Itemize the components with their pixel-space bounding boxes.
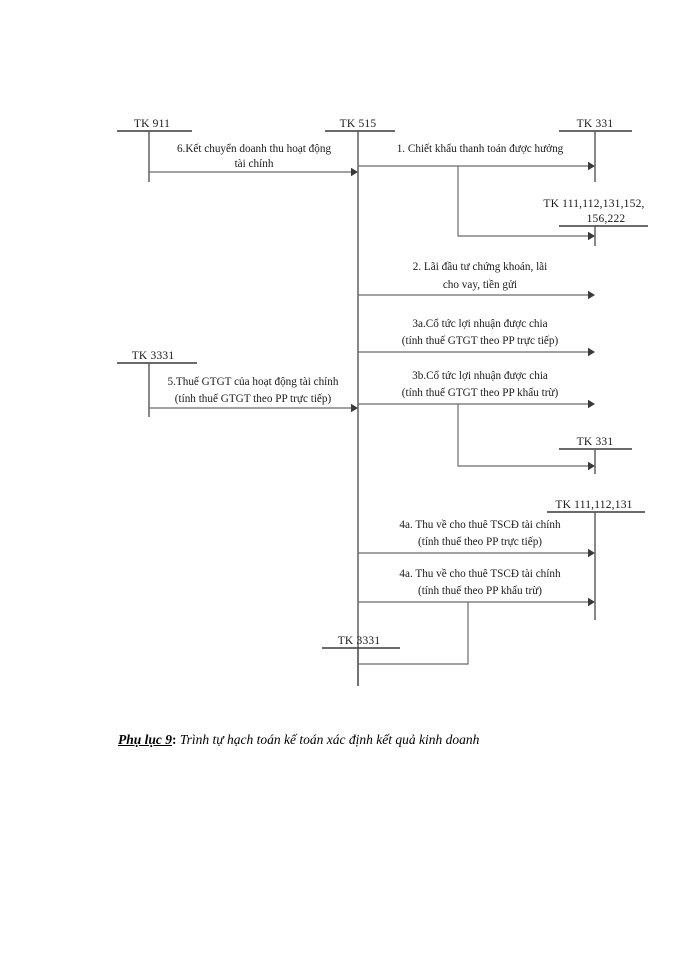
account-tk331_top: TK 331 — [559, 118, 632, 182]
flow-text-flow4a1-line1: 4a. Thu về cho thuê TSCĐ tài chính — [399, 519, 561, 531]
flow-text-flow2-line1: 2. Lãi đầu tư chứng khoán, lãi — [413, 261, 548, 273]
elbow-tk515-to-tk331-mid-path — [457, 404, 589, 467]
flow-text-flow3a-line1: 3a.Cổ tức lợi nhuận được chia — [412, 318, 547, 330]
caption-text: Trình tự hạch toán kế toán xác định kết … — [179, 732, 480, 747]
flows-layer: 6.Kết chuyển doanh thu hoạt động tài chín… — [149, 143, 595, 607]
elbows-layer — [358, 166, 595, 665]
flow-text-flow3b-line1: 3b.Cổ tức lợi nhuận được chia — [412, 370, 548, 382]
flow-flow5: 5.Thuế GTGT của hoạt động tài chính (tính… — [149, 376, 358, 413]
figure-caption: Phụ lục 9: Trình tự hạch toán kế toán xá… — [118, 731, 678, 749]
account-tk911: TK 911 — [117, 118, 192, 182]
flow-flow4a1: 4a. Thu về cho thuê TSCĐ tài chính (tính … — [358, 519, 595, 558]
flow-arrow-flow3b — [588, 399, 595, 409]
elbow-tk515-to-tk331-mid-arrow — [588, 461, 595, 471]
flow-text-flow3a-line2: (tính thuế GTGT theo PP trực tiếp) — [402, 335, 559, 347]
elbow-tk3331bot-to-flow4a2-path — [358, 602, 469, 665]
elbow-tk3331bot-to-flow4a2 — [358, 602, 469, 665]
flow-arrow-flow5 — [351, 403, 358, 413]
account-label-tk331_mid: TK 331 — [577, 436, 614, 448]
flow-flow3a: 3a.Cổ tức lợi nhuận được chia (tính thuế … — [358, 318, 595, 357]
account-label-tk111_top: TK 111,112,131,152, — [543, 198, 644, 210]
accounts-layer: TK 911 TK 515 TK 331 TK 111,112,131,152, 156… — [117, 118, 648, 686]
flow-text-flow4a2-line1: 4a. Thu về cho thuê TSCĐ tài chính — [399, 568, 561, 580]
elbow-tk515-to-tk111-top-path — [457, 166, 589, 237]
flow-text-flow5-line1: 5.Thuế GTGT của hoạt động tài chính — [168, 376, 339, 388]
flow-text-flow3b-line2: (tính thuế GTGT theo PP khấu trừ) — [402, 387, 559, 399]
flow-flow1: 1. Chiết khấu thanh toán được hưởng — [358, 143, 595, 171]
account-label-tk3331_bot: TK 3331 — [338, 635, 381, 647]
account-label-tk911: TK 911 — [134, 118, 170, 130]
flow-flow2: 2. Lãi đầu tư chứng khoán, lãi cho vay, t… — [358, 261, 595, 300]
account-tk111_top: TK 111,112,131,152, 156,222 — [543, 198, 648, 246]
flow-text-flow4a2-line2: (tính thuế theo PP khấu trừ) — [418, 585, 542, 597]
flow-text-flow6-line1: 6.Kết chuyển doanh thu hoạt động — [177, 143, 332, 155]
account-tk515: TK 515 — [325, 118, 395, 686]
flow-flow4a2: 4a. Thu về cho thuê TSCĐ tài chính (tính … — [358, 568, 595, 607]
flow-arrow-flow4a2 — [588, 597, 595, 607]
account-tk3331_bot: TK 3331 — [322, 635, 400, 686]
account-label-tk515: TK 515 — [340, 118, 377, 130]
elbow-tk515-to-tk111-top-arrow — [588, 231, 595, 241]
flow-flow6: 6.Kết chuyển doanh thu hoạt động tài chín… — [149, 143, 358, 177]
account-label2-tk111_top: 156,222 — [587, 213, 626, 225]
account-label-tk111_bot: TK 111,112,131 — [555, 499, 632, 511]
flow-arrow-flow1 — [588, 161, 595, 171]
caption-prefix: Phụ lục 9 — [118, 732, 173, 747]
flow-text-flow6-line2: tài chính — [235, 158, 274, 170]
caption-separator: : — [172, 732, 177, 747]
elbow-tk515-to-tk331-mid — [457, 404, 595, 471]
accounting-flow-diagram: TK 911 TK 515 TK 331 TK 111,112,131,152, 156… — [117, 118, 648, 686]
flow-arrow-flow4a1 — [588, 548, 595, 558]
flow-text-flow5-line2: (tính thuế GTGT theo PP trực tiếp) — [175, 393, 332, 405]
elbow-tk515-to-tk111-top — [457, 166, 595, 241]
flow-arrow-flow6 — [351, 167, 358, 177]
account-label-tk331_top: TK 331 — [577, 118, 614, 130]
account-label-tk3331_left: TK 3331 — [132, 350, 175, 362]
flow-arrow-flow3a — [588, 347, 595, 357]
flow-text-flow2-line2: cho vay, tiền gửi — [443, 279, 517, 291]
account-tk331_mid: TK 331 — [559, 436, 632, 474]
flow-arrow-flow2 — [588, 290, 595, 300]
flow-flow3b: 3b.Cổ tức lợi nhuận được chia (tính thuế … — [358, 370, 595, 409]
flow-text-flow1-line1: 1. Chiết khấu thanh toán được hưởng — [397, 143, 564, 155]
flow-text-flow4a1-line2: (tính thuế theo PP trực tiếp) — [418, 536, 542, 548]
